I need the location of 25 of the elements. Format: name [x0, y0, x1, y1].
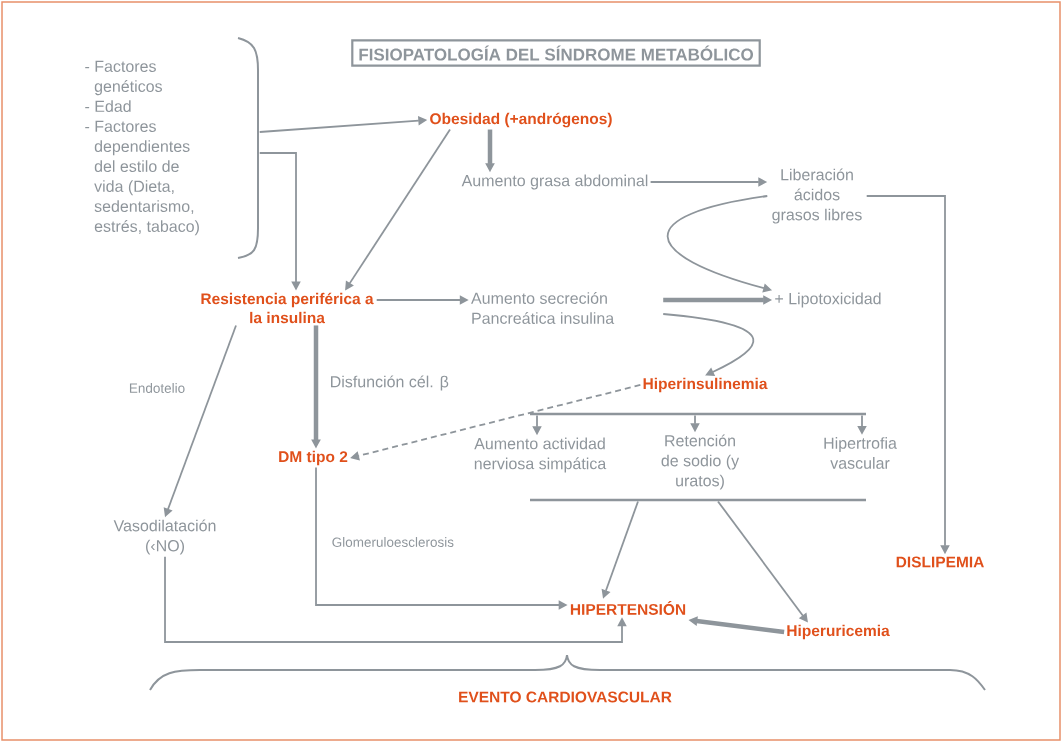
highlighted-term: HIPERTENSIÓN: [570, 601, 686, 615]
term-text: Aumento grasa abdominal: [461, 174, 648, 190]
term-text: Retención de sodio (y uratos): [661, 434, 740, 490]
term-text: - Factores genéticos - Edad - Factores dependientes del estilo de vida (Dieta, sedentarismo, estrés, tabaco): [85, 60, 199, 236]
arrow: [662, 313, 755, 377]
arrow: [164, 555, 627, 643]
edge-label: Endotelio: [127, 381, 187, 395]
term-text: Hipertrofia vascular: [824, 437, 897, 469]
term-text: Vasodilatación (‹NO): [113, 519, 216, 555]
highlighted-term: Hiperuricemia: [787, 624, 890, 640]
highlighted-term: EVENTO CARDIOVASCULAR: [459, 691, 672, 703]
highlighted-term: Obesidad (+andrógenos): [430, 112, 612, 128]
highlighted-term: DM tipo 2: [279, 450, 348, 466]
highlighted-term: DISLIPEMIA: [896, 556, 984, 568]
edge-label: Disfunción cél. β: [328, 373, 451, 393]
highlighted-term: Hiperinsulinemia: [643, 377, 768, 393]
edge-label: Glomeruloesclerosis: [330, 535, 456, 549]
bracket-bar: [530, 498, 866, 502]
term-text: Liberación ácidos grasos libres: [772, 168, 862, 224]
term-text: + Lipotoxicidad: [775, 292, 881, 308]
term-text: Aumento actividad nerviosa simpática: [474, 437, 607, 473]
term-text: Aumento secreción Pancreática insulina: [471, 292, 615, 324]
title: FISIOPATOLOGÍA DEL SÍNDROME METABÓLICO: [351, 39, 761, 67]
bracket-bar: [530, 412, 866, 416]
highlighted-term: Resistencia periférica a la insulina: [201, 292, 374, 324]
